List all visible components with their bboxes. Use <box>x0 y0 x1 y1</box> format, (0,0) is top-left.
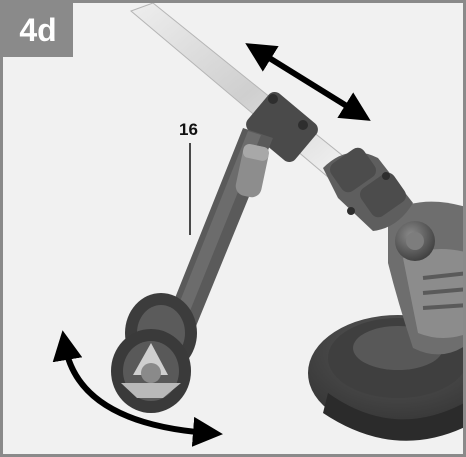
callout-number-16: 16 <box>179 120 198 139</box>
wheels <box>111 293 197 413</box>
wheel-arm <box>155 128 273 358</box>
curved-double-arrow-icon <box>52 330 223 447</box>
double-arrow-icon <box>245 43 371 121</box>
shaft-coupling <box>323 147 413 231</box>
product-photo <box>52 3 463 447</box>
figure-label-badge: 4d <box>3 3 73 57</box>
motor-housing <box>388 201 463 355</box>
